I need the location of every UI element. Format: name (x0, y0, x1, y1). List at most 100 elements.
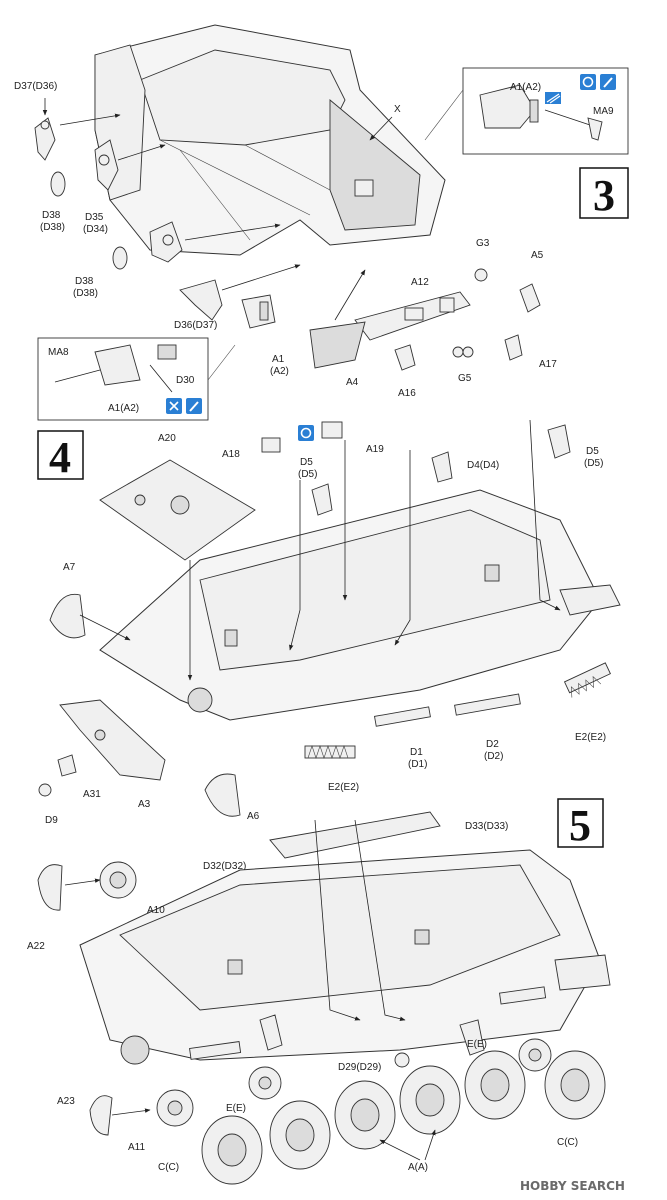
part-a19 (321, 421, 343, 439)
label-a11: A11 (128, 1142, 145, 1153)
cement-icon (545, 92, 561, 104)
label-d5-a-alt: (D5) (298, 469, 317, 480)
paint-icon-inset (186, 398, 202, 414)
label-a16: A16 (398, 388, 416, 399)
part-a22 (37, 864, 63, 911)
label-a23: A23 (57, 1096, 75, 1107)
label-d38-a: D38 (42, 210, 61, 221)
label-ma8: MA8 (48, 347, 69, 358)
front-plate-a20 (99, 459, 256, 561)
label-a20: A20 (158, 433, 176, 444)
label-a3: A3 (138, 799, 151, 810)
part-d5-a (311, 483, 333, 516)
step-5-number-box: 5 (557, 798, 604, 850)
label-d2-alt: (D2) (484, 751, 503, 762)
fender-d33 (269, 811, 441, 859)
label-d35-alt: (D34) (83, 224, 108, 235)
step-3-number-box: 3 (579, 167, 629, 220)
label-a31: A31 (83, 789, 101, 800)
suspension-arm-d36 (179, 264, 301, 321)
road-wheel-a-3 (399, 1065, 461, 1135)
part-a17 (504, 334, 523, 361)
spring-e2-right (563, 662, 611, 698)
label-d37-d36: D37(D36) (14, 81, 57, 92)
label-d4-d4: D4(D4) (467, 460, 499, 471)
label-d38-b-alt: (D38) (73, 288, 98, 299)
step-4-section: 4 A20 A18 A19 D5 (D5) D4(D4) (37, 419, 621, 826)
label-a6: A6 (247, 811, 260, 822)
label-d5-b-alt: (D5) (584, 458, 603, 469)
label-d33-d33: D33(D33) (465, 821, 508, 832)
lower-hull-step4 (99, 489, 621, 721)
label-a10: A10 (147, 905, 165, 916)
wheel-d38-b (112, 246, 128, 270)
part-a31 (57, 754, 77, 777)
suspension-arm-d35 (94, 139, 119, 191)
shock-d1 (373, 706, 431, 727)
step-5-section: 5 D33(D33) D32(D32) A10 A22 (27, 798, 611, 1185)
part-g3 (474, 268, 488, 282)
step-4-number: 4 (49, 433, 71, 482)
part-d9 (38, 783, 52, 797)
part-a3 (59, 699, 166, 781)
part-d29 (394, 1052, 410, 1068)
label-a18: A18 (222, 449, 240, 460)
road-wheel-a-1 (269, 1100, 331, 1170)
spring-e2-left (304, 745, 356, 759)
part-a5 (519, 283, 541, 313)
part-d5-b (547, 424, 571, 459)
part-a18 (261, 437, 281, 453)
label-a1: A1 (272, 354, 285, 365)
paint-icon (600, 74, 616, 90)
label-a-a: A(A) (408, 1162, 428, 1173)
sprocket-housing-a1 (241, 294, 276, 329)
shock-d2 (454, 693, 521, 716)
label-a1-a2-top: A1(A2) (510, 82, 541, 93)
label-e2-e2-right: E2(E2) (575, 732, 606, 743)
step-5-number: 5 (569, 801, 591, 850)
label-d30: D30 (176, 375, 195, 386)
label-d36-d37: D36(D37) (174, 320, 217, 331)
label-ma9: MA9 (593, 106, 614, 117)
part-a11 (156, 1089, 194, 1127)
label-e2-e2-left: E2(E2) (328, 782, 359, 793)
hobby-search-watermark: HOBBY SEARCH (520, 1179, 625, 1193)
label-g5: G5 (458, 373, 472, 384)
label-a19: A19 (366, 444, 384, 455)
inset-a1-ma8 (37, 337, 236, 421)
label-d9: D9 (45, 815, 58, 826)
label-d35: D35 (85, 212, 104, 223)
part-a23 (89, 1095, 113, 1136)
part-a10 (99, 861, 137, 899)
label-x: X (394, 104, 401, 115)
label-a17: A17 (539, 359, 557, 370)
watermark-text: HOBBY SEARCH (520, 1179, 625, 1193)
return-roller-e-right (518, 1038, 552, 1072)
suspension-arm-d34 (149, 221, 183, 263)
label-a1-a2-inset: A1(A2) (108, 403, 139, 414)
part-d4 (431, 451, 453, 483)
part-a16 (394, 344, 416, 371)
lower-hull-step5 (79, 849, 611, 1065)
upper-hull-part-x (94, 24, 446, 256)
part-a6 (204, 773, 241, 817)
label-d38-b: D38 (75, 276, 94, 287)
label-a5: A5 (531, 250, 544, 261)
rear-plate-a12 (309, 291, 471, 369)
road-wheel-a-4 (464, 1050, 526, 1120)
label-d32-d32: D32(D32) (203, 861, 246, 872)
label-d1-alt: (D1) (408, 759, 427, 770)
road-wheel-c-right (544, 1050, 606, 1120)
drill-icon (580, 74, 596, 90)
label-d5-a: D5 (300, 457, 313, 468)
label-d5-b: D5 (586, 446, 599, 457)
label-d38-a-alt: (D38) (40, 222, 65, 233)
wheel-d38-a (50, 171, 66, 197)
inset-a1-ma9 (424, 67, 629, 155)
suspension-arm-d37 (34, 117, 56, 161)
label-c-c-left: C(C) (158, 1162, 179, 1173)
label-g3: G3 (476, 238, 490, 249)
return-roller-e-left (248, 1066, 282, 1100)
step-3-number: 3 (593, 171, 615, 220)
